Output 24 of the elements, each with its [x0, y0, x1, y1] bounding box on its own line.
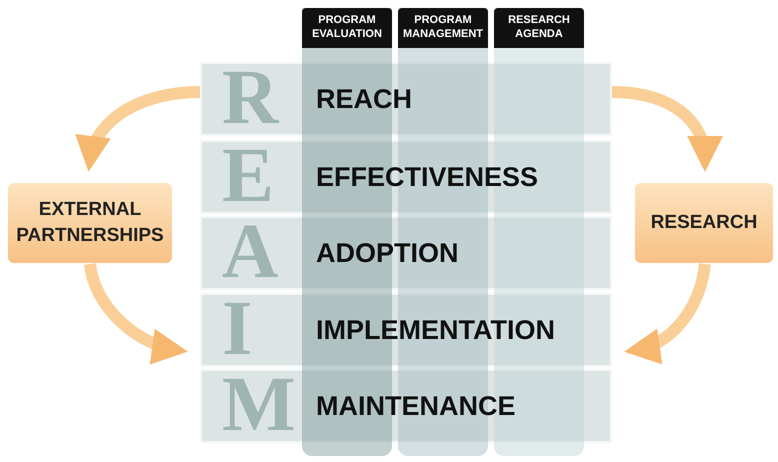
curved-arrow: [84, 262, 188, 363]
row-label: ADOPTION: [316, 238, 459, 269]
initial-letter: A: [222, 212, 278, 290]
row-label: MAINTENANCE: [316, 391, 516, 422]
initial-letter: E: [222, 136, 274, 214]
row-label: IMPLEMENTATION: [316, 315, 555, 346]
row-band: [200, 369, 612, 443]
initial-letter: R: [222, 58, 278, 136]
curved-arrow: [612, 86, 722, 172]
initial-letter: M: [222, 365, 296, 443]
row-band: [200, 62, 612, 136]
row-label: REACH: [316, 84, 412, 115]
column-header-tab: PROGRAM MANAGEMENT: [398, 8, 488, 48]
row-band: [200, 216, 612, 290]
row-label: EFFECTIVENESS: [316, 162, 538, 193]
column-header-tab: RESEARCH AGENDA: [494, 8, 584, 48]
initial-letter: I: [222, 289, 252, 367]
curved-arrow: [77, 86, 200, 172]
column-header-tab: PROGRAM EVALUATION: [302, 8, 392, 48]
row-band: [200, 293, 612, 367]
label-box: RESEARCH: [635, 183, 773, 263]
row-band: [200, 140, 612, 214]
curved-arrow: [624, 263, 711, 362]
label-box: EXTERNAL PARTNERSHIPS: [8, 183, 172, 263]
